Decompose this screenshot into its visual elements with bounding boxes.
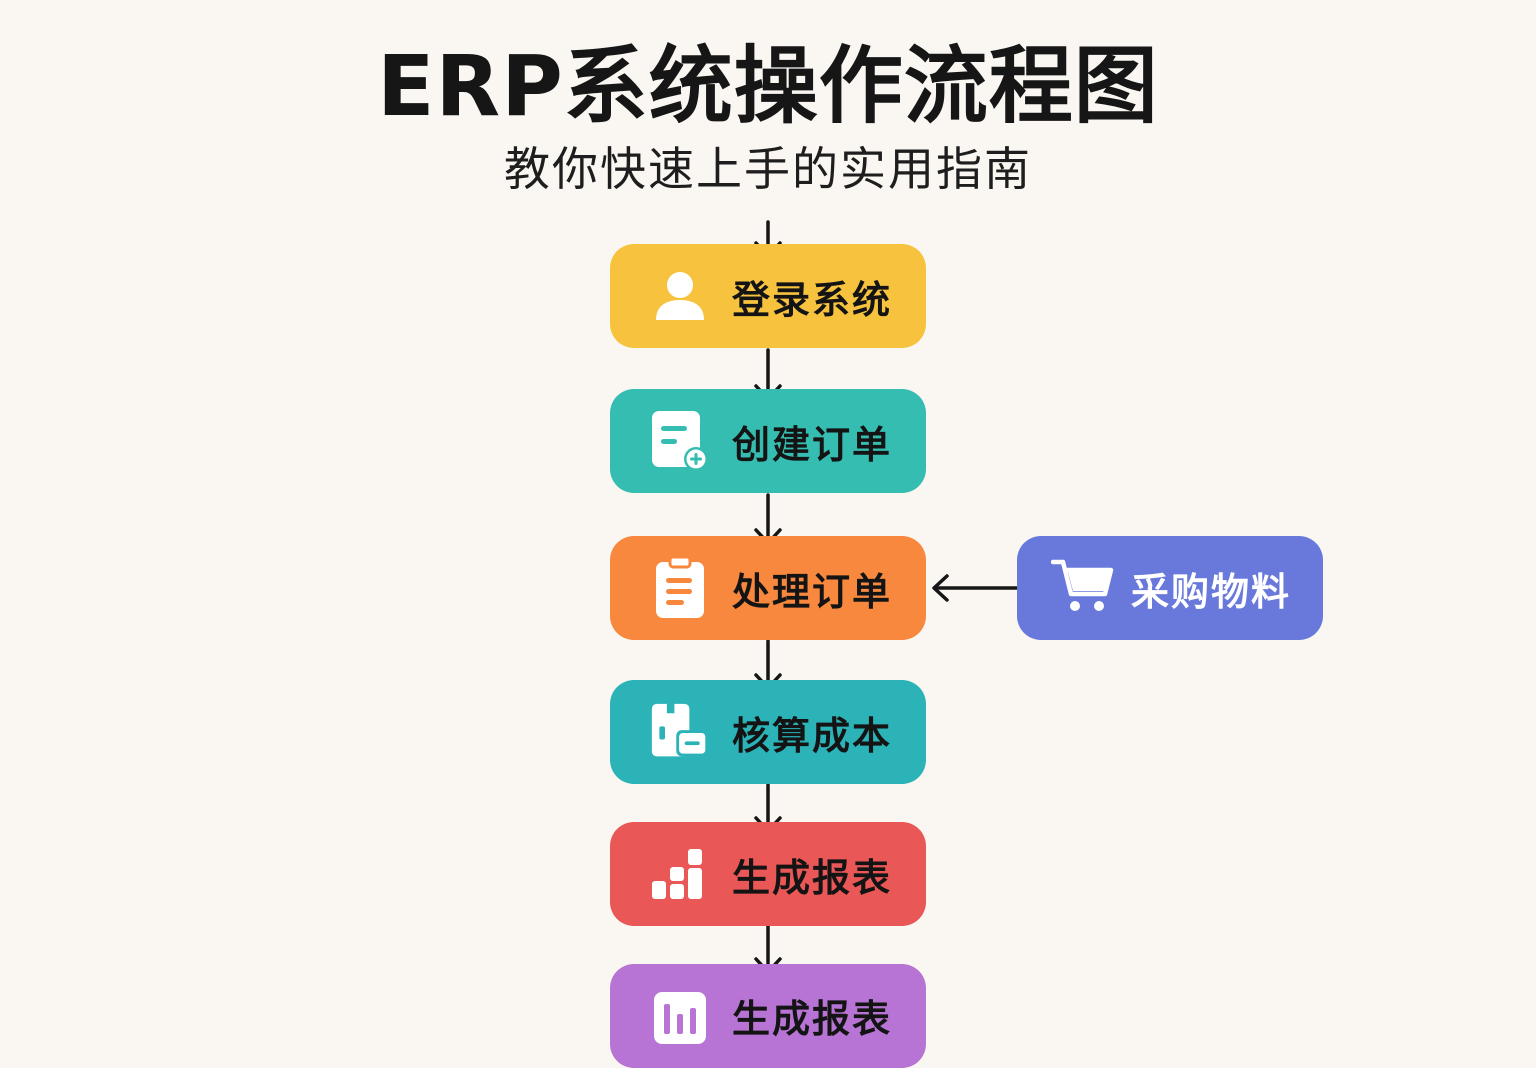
step-label: 创建订单 — [732, 422, 893, 467]
report-chart-icon — [650, 988, 710, 1048]
bar-chart-icon — [650, 844, 710, 904]
cost-calc-icon — [650, 702, 710, 762]
step-label: 生成报表 — [732, 855, 893, 900]
new-document-icon — [650, 411, 710, 471]
step-generate-report[interactable]: 生成报表 — [610, 822, 926, 926]
arrow-purchase-to-process — [932, 574, 1019, 602]
step-process-order[interactable]: 处理订单 — [610, 536, 926, 640]
diagram-title: ERP系统操作流程图 — [377, 37, 1159, 135]
step-purchase-materials[interactable]: 采购物料 — [1017, 536, 1323, 640]
user-icon — [650, 266, 710, 326]
step-create-order[interactable]: 创建订单 — [610, 389, 926, 493]
step-label: 生成报表 — [732, 997, 893, 1041]
step-label: 处理订单 — [732, 569, 893, 614]
step-cost-accounting[interactable]: 核算成本 — [610, 680, 926, 784]
step-login[interactable]: 登录系统 — [610, 244, 926, 348]
shopping-cart-icon — [1050, 556, 1115, 620]
step-label: 核算成本 — [732, 713, 893, 758]
side-step-label: 采购物料 — [1131, 569, 1292, 614]
step-generate-report-2[interactable]: 生成报表 — [610, 964, 926, 1068]
step-label: 登录系统 — [732, 277, 893, 322]
diagram-subtitle: 教你快速上手的实用指南 — [504, 142, 1032, 196]
clipboard-icon — [650, 556, 710, 618]
